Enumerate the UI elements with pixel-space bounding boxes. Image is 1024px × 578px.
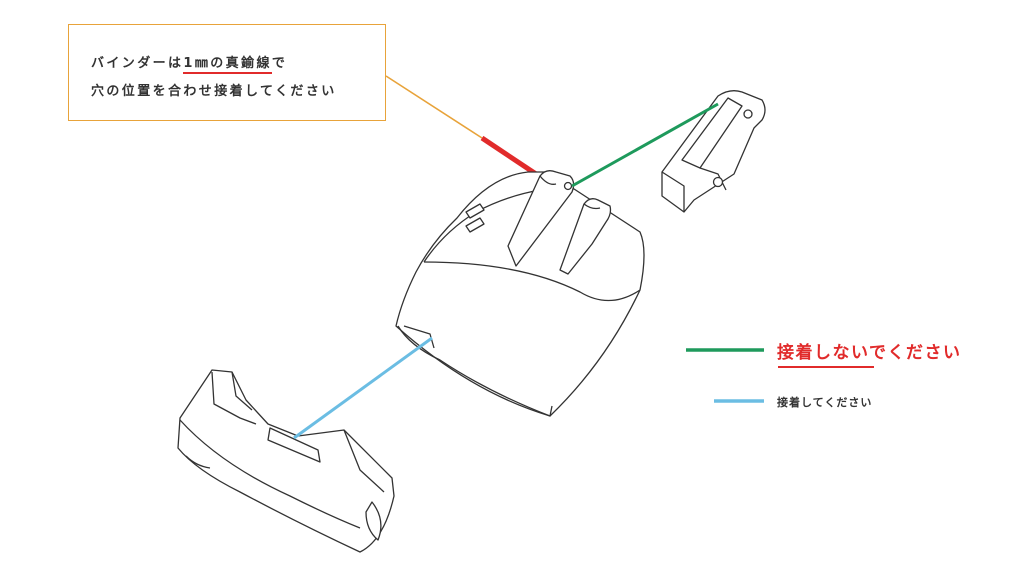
brass-wire-label: の真鍮線: [210, 56, 272, 74]
upper-clip-part: [661, 90, 766, 213]
callout-line-2: 穴の位置を合わせ接着してください: [91, 84, 337, 99]
callout-line-1-prefix: バインダーは: [91, 56, 184, 71]
legend-no-glue-label: 接着しないでください: [777, 343, 962, 363]
instruction-callout-box: [68, 24, 386, 121]
no-glue-guide-line: [571, 102, 719, 188]
wire-size-highlight: 1㎜: [183, 56, 211, 74]
glue-guide-line: [293, 336, 433, 440]
brass-wire-line: [480, 135, 538, 177]
legend-no-glue-underline: [778, 366, 874, 368]
callout-line-1-suffix: で: [271, 56, 288, 71]
main-body-part: [395, 170, 645, 417]
callout-line-1: バインダーは1㎜の真鍮線で: [91, 52, 288, 74]
lower-clip-part: [177, 369, 395, 553]
legend-glue-label: 接着してください: [777, 396, 873, 409]
callout-leader-line: [385, 75, 483, 139]
